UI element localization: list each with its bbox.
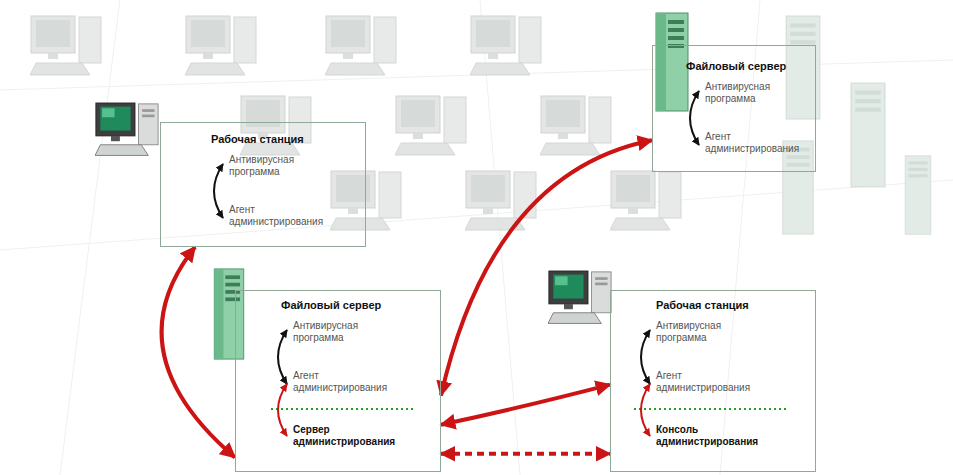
device-box: Рабочая станцияАнтивирусная программаАге… xyxy=(160,122,366,247)
device-box: Файловый серверАнтивирусная программаАге… xyxy=(652,45,816,172)
exchange-arrow xyxy=(641,384,650,436)
device-title: Рабочая станция xyxy=(211,133,365,146)
faded-computers xyxy=(30,16,931,234)
separator-line xyxy=(271,408,414,410)
device-title: Рабочая станция xyxy=(656,299,815,312)
device-title: Файловый сервер xyxy=(281,299,440,312)
exchange-arrow xyxy=(278,330,287,384)
admin-link xyxy=(162,247,235,457)
exchange-arrow xyxy=(278,384,287,436)
exchange-arrow xyxy=(641,330,650,384)
admin-component: Консоль администрирования xyxy=(656,424,764,448)
separator-line xyxy=(634,408,789,410)
device-box: Файловый серверАнтивирусная программаАге… xyxy=(235,290,441,472)
software-label: Агент администрирования xyxy=(293,370,401,394)
admin-link xyxy=(441,140,652,395)
software-label: Агент администрирования xyxy=(656,370,764,394)
software-label: Антивирусная программа xyxy=(656,320,764,344)
device-box: Рабочая станцияАнтивирусная программаАге… xyxy=(610,290,816,472)
software-label: Антивирусная программа xyxy=(293,320,401,344)
dashed-link xyxy=(441,452,610,456)
admin-link xyxy=(441,385,610,425)
device-title: Файловый сервер xyxy=(686,60,815,73)
software-label: Агент администрирования xyxy=(229,204,337,228)
exchange-arrow xyxy=(214,164,223,218)
admin-component: Сервер администрирования xyxy=(293,424,401,448)
exchange-arrow xyxy=(690,91,699,145)
software-label: Агент администрирования xyxy=(705,131,805,155)
software-label: Антивирусная программа xyxy=(705,81,805,105)
software-label: Антивирусная программа xyxy=(229,154,337,178)
device-icons xyxy=(95,13,688,359)
